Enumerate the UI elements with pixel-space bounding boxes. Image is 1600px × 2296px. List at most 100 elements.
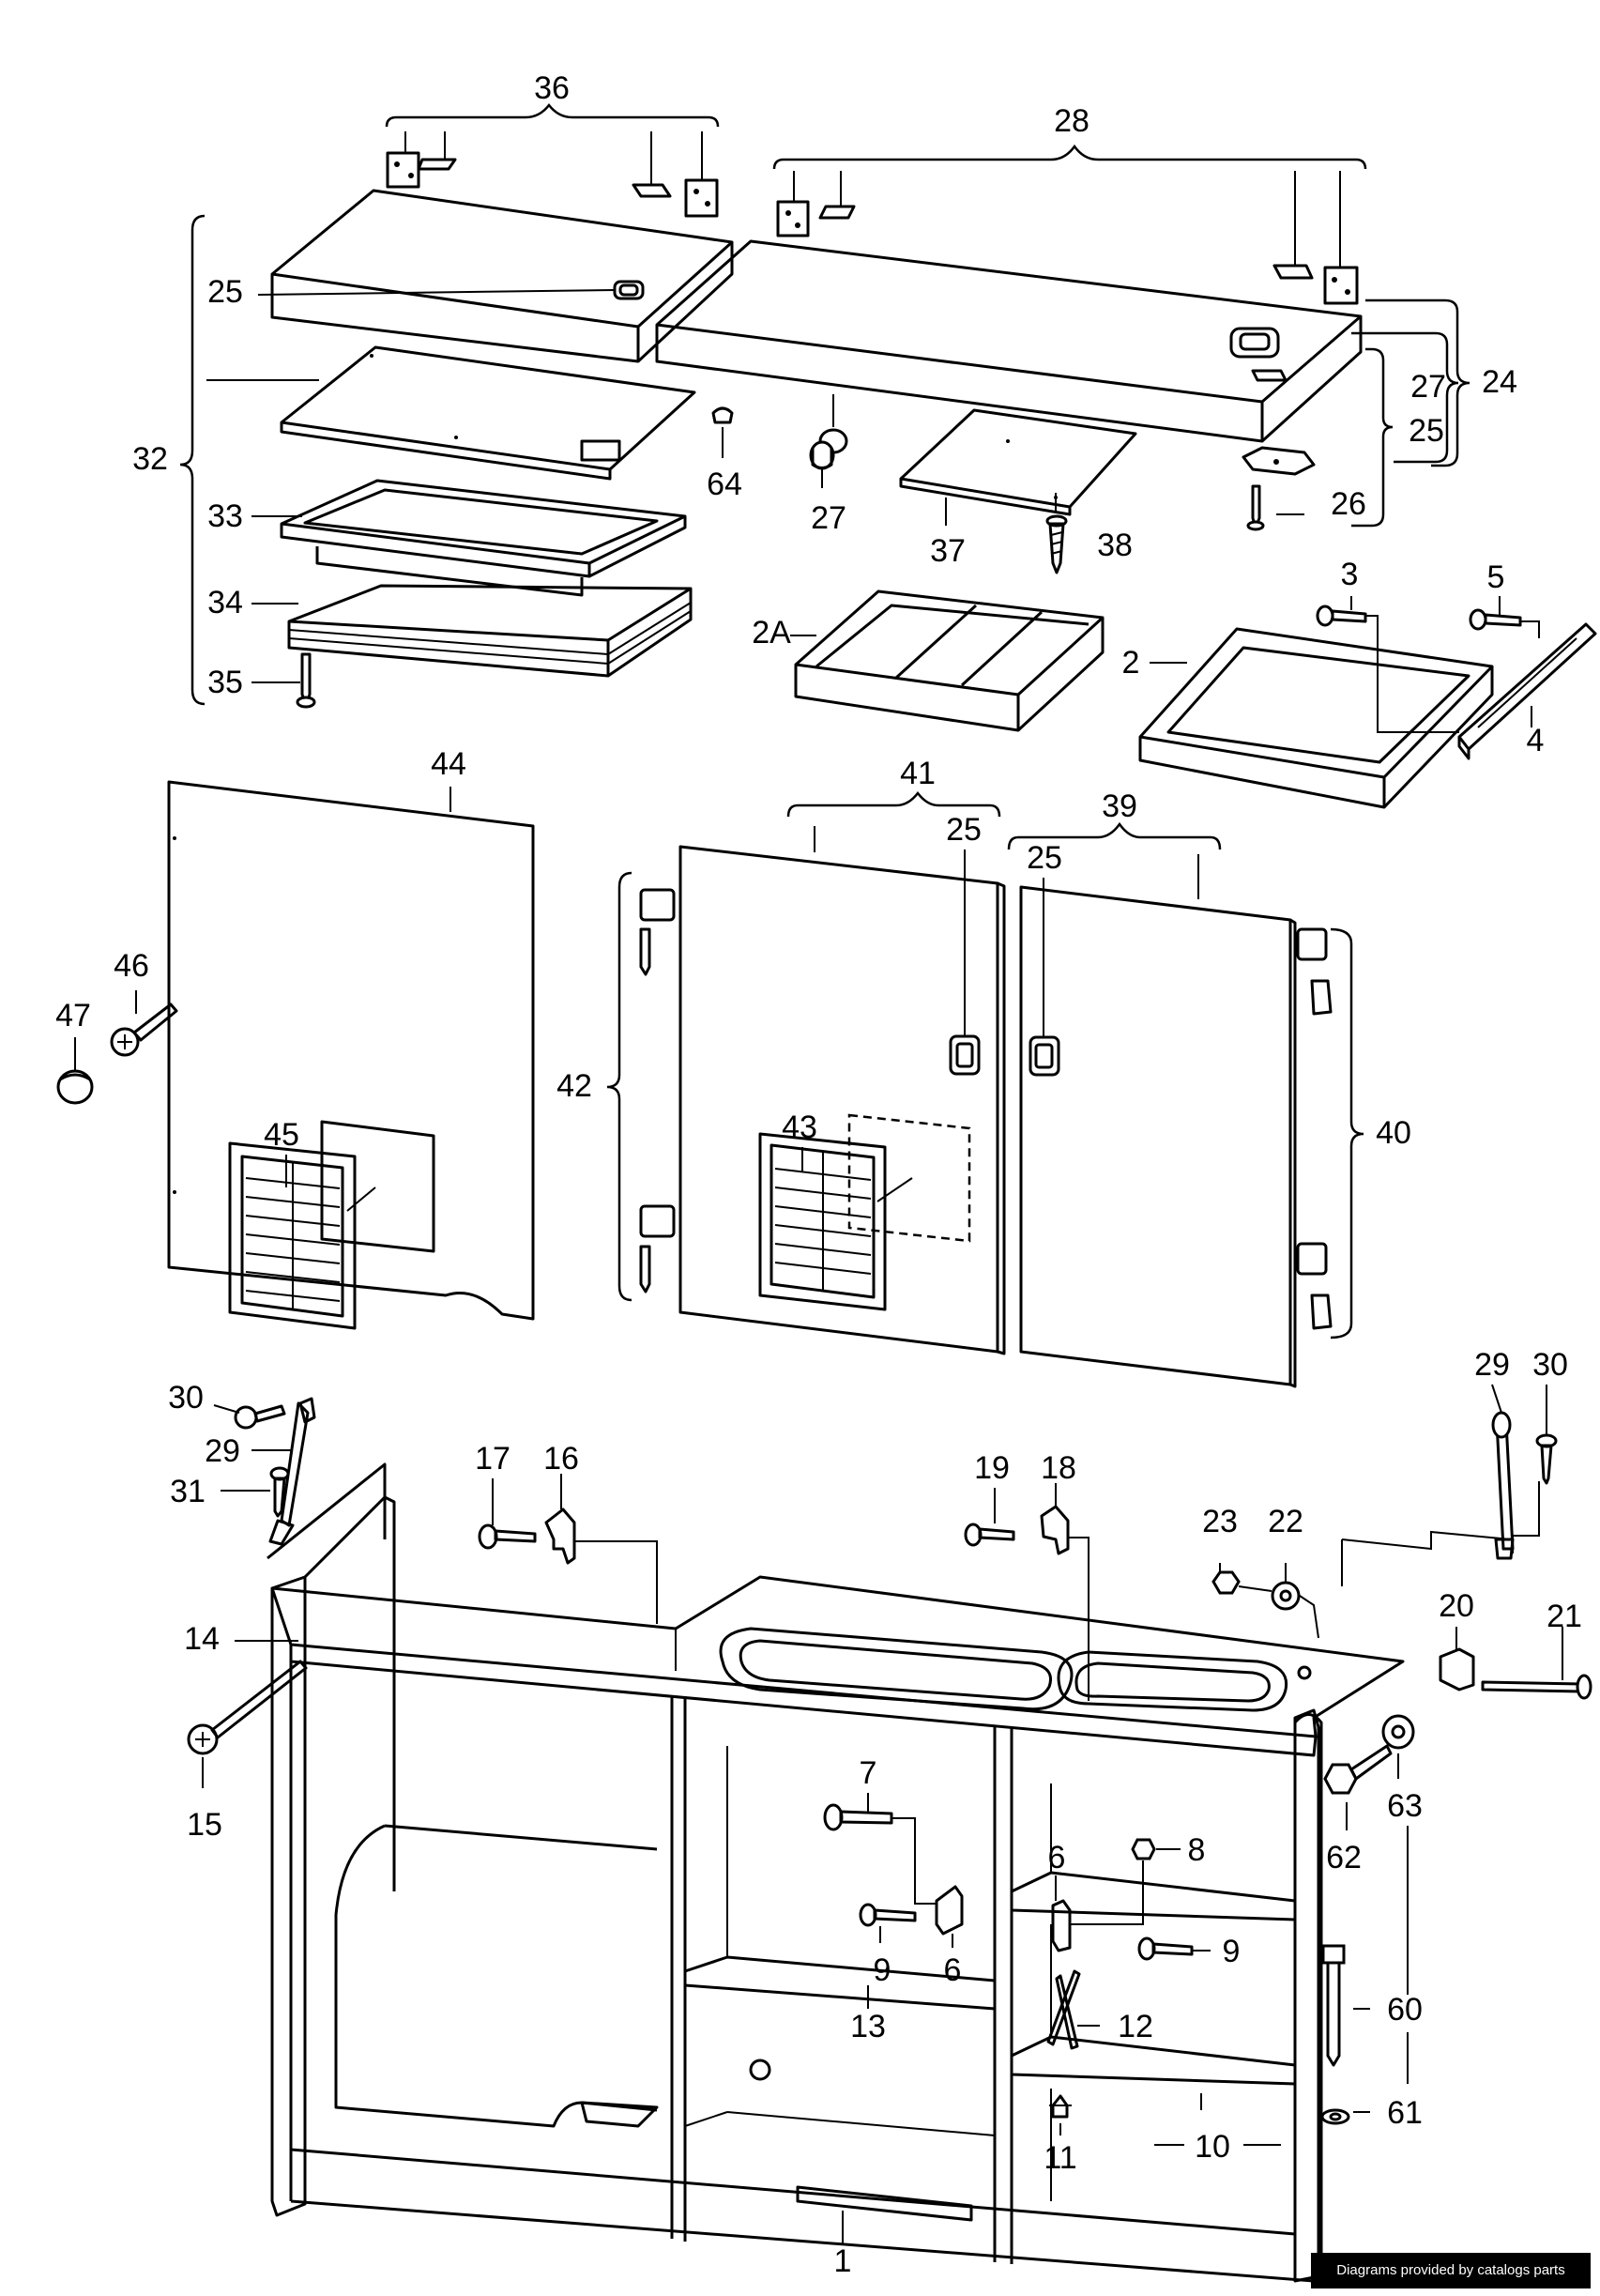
label-46: 46 (114, 948, 149, 984)
label-4: 4 (1527, 723, 1545, 758)
label-30b: 30 (1532, 1347, 1568, 1383)
label-39: 39 (1102, 788, 1137, 824)
label-61: 61 (1387, 2095, 1423, 2131)
catch-6-nut-8-screw-9 (1051, 1838, 1194, 1961)
label-25c: 25 (946, 812, 982, 848)
screw-35 (296, 652, 316, 709)
top-leaders (179, 214, 1540, 733)
catch-6-screw-9 (859, 1885, 964, 1936)
lid-frame-34 (287, 584, 693, 678)
cap-47 (56, 1069, 94, 1105)
label-42: 42 (556, 1068, 592, 1104)
label-22: 22 (1268, 1504, 1303, 1539)
hinge-36-left (386, 151, 457, 189)
catch-26 (1242, 446, 1316, 531)
bracket-20-bolt-21 (1439, 1647, 1592, 1700)
bumper-64 (711, 406, 734, 424)
label-8: 8 (1188, 1832, 1206, 1868)
label-11: 11 (1044, 2140, 1076, 2176)
vent-grille-43 (758, 1132, 887, 1311)
lid-tray-33 (280, 479, 687, 597)
label-6a: 6 (1048, 1840, 1066, 1875)
label-20: 20 (1439, 1588, 1474, 1624)
screw-19-clip-18 (964, 1505, 1070, 1555)
label-32: 32 (132, 441, 168, 477)
label-62: 62 (1326, 1840, 1362, 1875)
label-21: 21 (1547, 1599, 1582, 1634)
label-47: 47 (55, 998, 91, 1033)
label-33: 33 (207, 498, 243, 534)
drawer-2 (1138, 627, 1494, 809)
hinge-28-left (776, 200, 856, 237)
sink-basins (719, 1627, 1312, 1712)
label-5: 5 (1487, 559, 1505, 595)
label-2: 2 (1122, 645, 1140, 681)
label-36: 36 (534, 70, 570, 106)
screw-3 (1316, 605, 1367, 627)
panel-37 (899, 408, 1137, 516)
drawer-organizer-2A (794, 589, 1105, 732)
cabinet-base-1 (267, 1462, 1405, 2283)
label-25a: 25 (207, 274, 243, 310)
label-60: 60 (1387, 1992, 1423, 2028)
label-27a: 27 (1410, 369, 1446, 405)
label-18: 18 (1041, 1450, 1076, 1486)
fastener-11 (1049, 2094, 1072, 2119)
vent-grille-45 (228, 1141, 357, 1330)
part-labels: 36 28 25 27 24 25 32 64 27 37 38 26 33 3… (55, 70, 1582, 2279)
label-23: 23 (1202, 1504, 1238, 1539)
drawer-slide-4 (1457, 622, 1597, 760)
label-9b: 9 (1223, 1934, 1241, 1969)
label-25b: 25 (1409, 413, 1444, 449)
label-13: 13 (850, 2009, 886, 2044)
label-45: 45 (264, 1117, 299, 1153)
label-9a: 9 (874, 1952, 891, 1988)
label-1: 1 (834, 2243, 852, 2279)
label-64: 64 (707, 467, 742, 502)
label-10: 10 (1195, 2129, 1230, 2165)
label-19: 19 (974, 1450, 1010, 1486)
label-15: 15 (187, 1807, 222, 1843)
label-2A: 2A (752, 615, 791, 651)
label-3: 3 (1341, 557, 1359, 592)
label-41: 41 (900, 756, 936, 791)
label-24: 24 (1482, 364, 1517, 400)
door-hinges-40 (1296, 927, 1333, 1330)
label-26: 26 (1331, 486, 1366, 522)
hinge-28-right (1272, 264, 1359, 305)
label-40: 40 (1376, 1115, 1411, 1151)
label-37: 37 (930, 533, 966, 569)
door-hinges-42 (639, 888, 676, 1293)
right-lid-top (655, 239, 1363, 443)
label-29b: 29 (1474, 1347, 1510, 1383)
label-6b: 6 (944, 1952, 962, 1988)
left-lid-top (270, 189, 734, 363)
hinge-36-right (632, 178, 719, 218)
label-38: 38 (1097, 528, 1133, 563)
screw-7 (823, 1803, 893, 1831)
label-43: 43 (782, 1110, 817, 1145)
screw-46 (110, 1003, 178, 1057)
top-lids (270, 102, 1597, 809)
label-30a: 30 (168, 1380, 204, 1416)
bolt-60-washer-61 (1320, 1944, 1350, 2125)
label-14: 14 (184, 1621, 220, 1657)
spring-12 (1046, 1969, 1081, 2050)
label-17: 17 (475, 1441, 510, 1477)
label-29a: 29 (205, 1433, 240, 1469)
label-25d: 25 (1027, 840, 1062, 876)
label-27b: 27 (811, 500, 846, 536)
side-panel-44 (167, 780, 535, 1321)
hardware-29-30-31-left (234, 1397, 316, 1546)
screw-17-clip-16 (478, 1508, 576, 1565)
credit-banner: Diagrams provided by catalogs parts (1311, 2253, 1591, 2288)
vent-slats-45 (245, 1177, 341, 1302)
screw-38 (1045, 514, 1068, 574)
label-63: 63 (1387, 1788, 1423, 1824)
label-28: 28 (1054, 103, 1090, 139)
screw-5 (1469, 608, 1522, 631)
right-door-39 (1019, 885, 1297, 1388)
left-door-41 (678, 845, 1006, 1355)
label-35: 35 (207, 665, 243, 700)
